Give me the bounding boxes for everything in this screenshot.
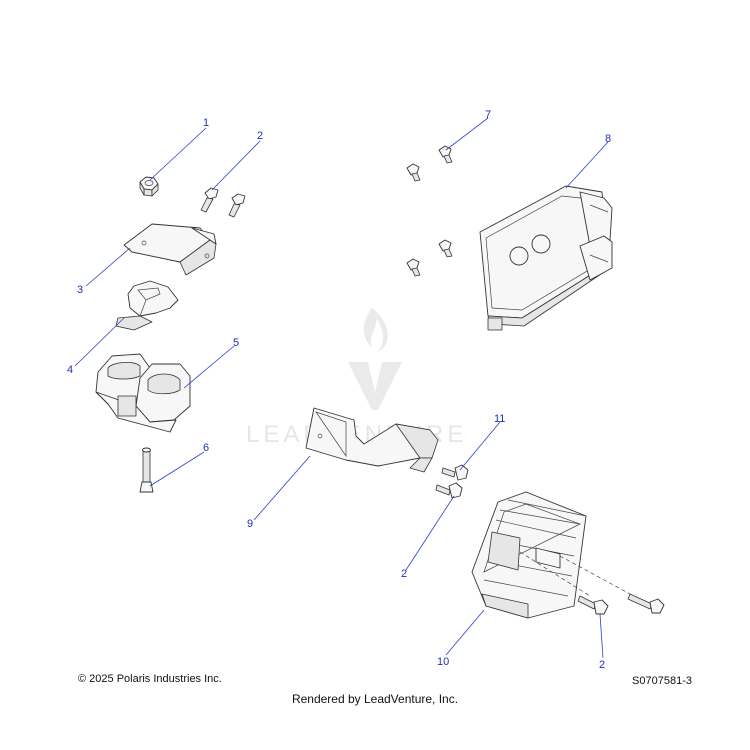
watermark-logo: LEADVENTURE: [246, 308, 463, 448]
callouts: 1 2 3 4 5 6 7 8 9 11 2 10 2: [67, 109, 611, 671]
callout-8[interactable]: 8: [605, 133, 611, 145]
callout-6[interactable]: 6: [203, 442, 209, 454]
part-2-bolts-lower: [519, 551, 665, 615]
part-11-2-bolts-middle: [435, 464, 469, 499]
callout-1[interactable]: 1: [203, 117, 209, 129]
part-10-regulator: [471, 491, 587, 619]
callout-10[interactable]: 10: [437, 656, 449, 668]
part-9-mount-bracket: [305, 407, 439, 473]
figure-id: S0707581-3: [632, 675, 692, 687]
part-1-nut: [139, 176, 159, 197]
callout-2-upper[interactable]: 2: [257, 130, 263, 142]
callout-11[interactable]: 11: [494, 413, 505, 425]
leader-lines: [74, 117, 609, 659]
callout-3[interactable]: 3: [77, 284, 83, 296]
part-4-clip: [115, 280, 179, 331]
part-8-ecu-module: [479, 185, 613, 331]
rendered-by-text: Rendered by LeadVenture, Inc.: [291, 692, 459, 706]
copyright-text: © 2025 Polaris Industries Inc.: [78, 673, 222, 685]
callout-7[interactable]: 7: [485, 109, 491, 121]
callout-2-lower[interactable]: 2: [599, 659, 605, 671]
part-6-long-bolt: [139, 447, 154, 493]
callout-9[interactable]: 9: [247, 518, 253, 530]
part-5-coil-pack: [95, 353, 191, 433]
callout-2-middle[interactable]: 2: [401, 568, 407, 580]
part-2-bolts-upper: [200, 187, 246, 218]
part-3-bracket: [123, 223, 217, 276]
callout-5[interactable]: 5: [233, 337, 239, 349]
callout-4[interactable]: 4: [67, 364, 73, 376]
part-7-screws: [406, 145, 453, 277]
